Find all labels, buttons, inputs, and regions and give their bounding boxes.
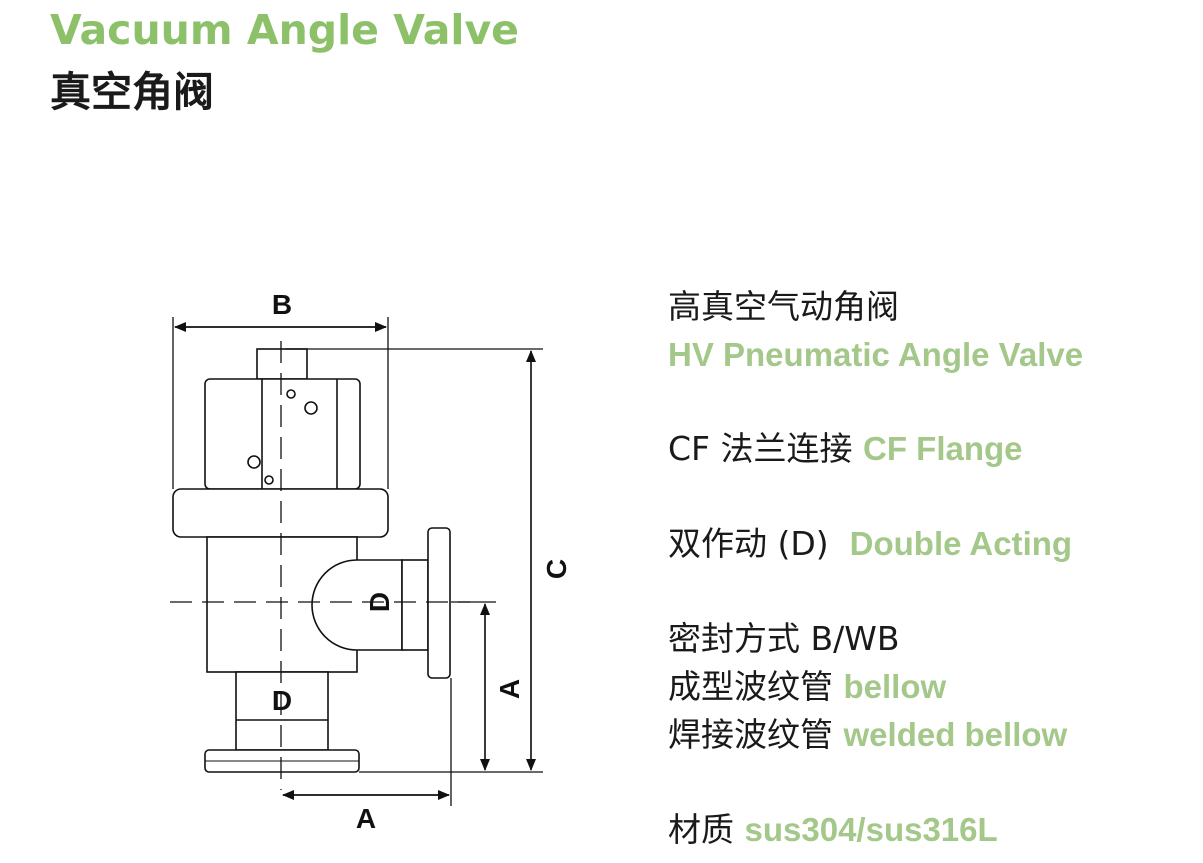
dim-label-d-bottom: D: [272, 685, 292, 716]
spec-material: 材质 sus304/sus316L: [668, 813, 998, 846]
port-hole-1: [304, 401, 318, 415]
spec-type-en: HV Pneumatic Angle Valve: [668, 338, 1083, 371]
page-title-cn: 真空角阀: [50, 68, 214, 116]
spec-bellow-en: bellow: [843, 668, 947, 705]
spec-seal: 密封方式 B/WB: [668, 622, 900, 655]
spec-welded: 焊接波纹管 welded bellow: [668, 718, 1067, 751]
spec-bellow-cn: 成型波纹管: [668, 667, 833, 706]
spec-seal-cn: 密封方式 B/WB: [668, 619, 900, 658]
spec-acting-en: Double Acting: [849, 525, 1073, 562]
spec-welded-en: welded bellow: [843, 716, 1068, 753]
dim-label-a-vertical: A: [494, 679, 525, 699]
side-cf-flange: [427, 527, 451, 679]
spec-type-cn-text: 高真空气动角阀: [668, 287, 899, 326]
port-hole-2: [247, 455, 261, 469]
spec-flange: CF 法兰连接 CF Flange: [668, 432, 1023, 465]
spec-acting: 双作动 (D) Double Acting: [668, 527, 1072, 560]
side-port-neck: [311, 559, 403, 651]
page-title-en: Vacuum Angle Valve: [50, 6, 519, 54]
spec-material-cn: 材质: [668, 810, 734, 849]
spec-type-en-text: HV Pneumatic Angle Valve: [668, 336, 1084, 373]
dim-label-c: C: [541, 559, 572, 579]
stem-cap: [256, 348, 308, 380]
spec-acting-cn: 双作动 (D): [668, 524, 829, 563]
spec-welded-cn: 焊接波纹管: [668, 715, 833, 754]
valve-body: [172, 348, 451, 773]
dim-label-a-bottom: A: [356, 803, 376, 834]
dimension-lines: [174, 322, 536, 800]
spec-flange-cn: CF 法兰连接: [668, 429, 853, 468]
bottom-port-neck: [235, 671, 329, 751]
dim-label-d-side: D: [364, 592, 395, 612]
spec-type-cn: 高真空气动角阀: [668, 290, 899, 323]
spec-material-en: sus304/sus316L: [744, 811, 998, 848]
dim-label-b: B: [272, 289, 292, 320]
spec-flange-en: CF Flange: [863, 430, 1023, 467]
spec-bellow: 成型波纹管 bellow: [668, 670, 946, 703]
center-lines: [170, 341, 470, 790]
